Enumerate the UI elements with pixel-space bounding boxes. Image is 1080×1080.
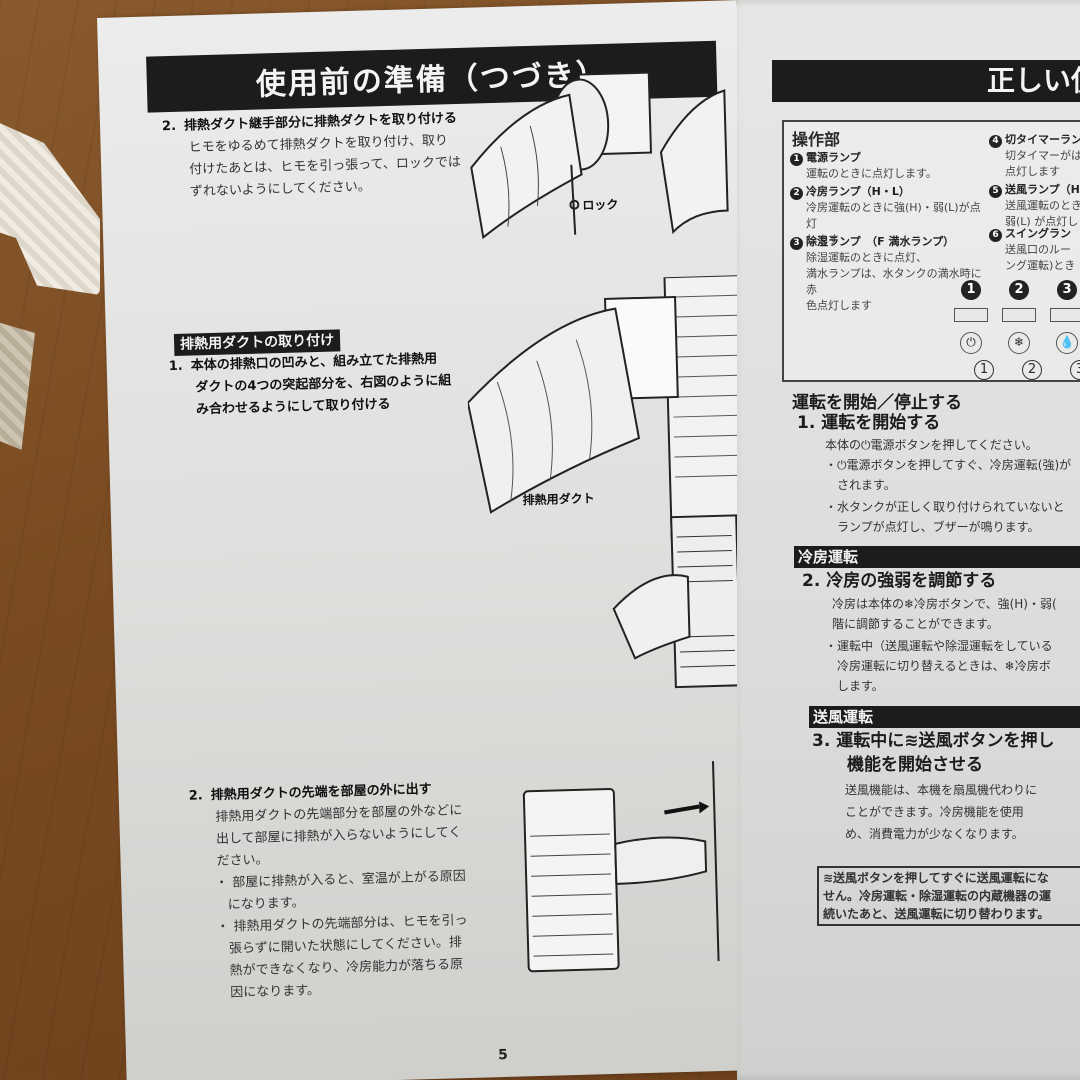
bullet-room-heat: ・ 部屋に排熱が入ると、室温が上がる原因になります。 (215, 869, 466, 913)
lock-label: ロック (582, 197, 619, 213)
step-cooling-heading: 2. 冷房の強弱を調節する (802, 571, 997, 591)
step-attach-joint: 2.排熱ダクト継手部分に排熱ダクトを取り付ける ヒモをゆるめて排熱ダクトを取り付… (161, 110, 462, 200)
snowflake-icon: ❄ (1008, 332, 1030, 354)
lamp-indicator (954, 308, 988, 322)
power-icon: ⏻ (960, 332, 982, 354)
step-duct-outside: 2.排熱用ダクトの先端を部屋の外に出す 排熱用ダクトの先端部分を部屋の外などに … (188, 777, 514, 1006)
duct-joint-illustration (470, 71, 729, 240)
cooling-section-header: 冷房運転 (794, 546, 1080, 568)
step-attach-duct: 1.本体の排熱口の凹みと、組み立てた排熱用 ダクトの4つの突起部分を、右図のよう… (168, 351, 452, 418)
duct-attach-illustration (466, 274, 758, 689)
page-number: 5 (497, 1046, 509, 1064)
panel-title: 操作部 (792, 130, 841, 149)
manual-page-left: 使用前の準備（つづき） 2.排熱ダクト継手部分に排熱ダクトを取り付ける ヒモをゆ… (97, 0, 767, 1080)
fan-note-box: ≋送風ボタンを押してすぐに送風運転にな せん。冷房運転・除湿運転の内蔵機器の運 … (817, 866, 1080, 926)
fan-section-header: 送風運転 (809, 706, 1080, 728)
bullet-duct-open: ・ 排熱用ダクトの先端部分は、ヒモを引っ張らずに開いた状態にしてください。排熱が… (216, 913, 468, 1001)
duct-outside-illustration (522, 760, 743, 973)
lamp-indicator (1050, 308, 1080, 322)
step-fan-heading: 3. 運転中に≋送風ボタンを押し (812, 731, 1055, 751)
step-start-heading: 1. 運転を開始する (797, 413, 941, 433)
page-title-right: 正しい使 (772, 60, 1080, 102)
exhaust-duct-label: 排熱用ダクト (522, 491, 595, 508)
panel-diagram-cooling: 2 ❄ 2 (996, 280, 1042, 380)
panel-diagram-dehumidify: 3 💧 3 (1044, 280, 1080, 380)
lamp-indicator (1002, 308, 1036, 322)
water-drop-icon: 💧 (1056, 332, 1078, 354)
start-stop-heading: 運転を開始／停止する (792, 393, 962, 413)
panel-diagram-power: 1 ⏻ 1 (948, 280, 994, 380)
